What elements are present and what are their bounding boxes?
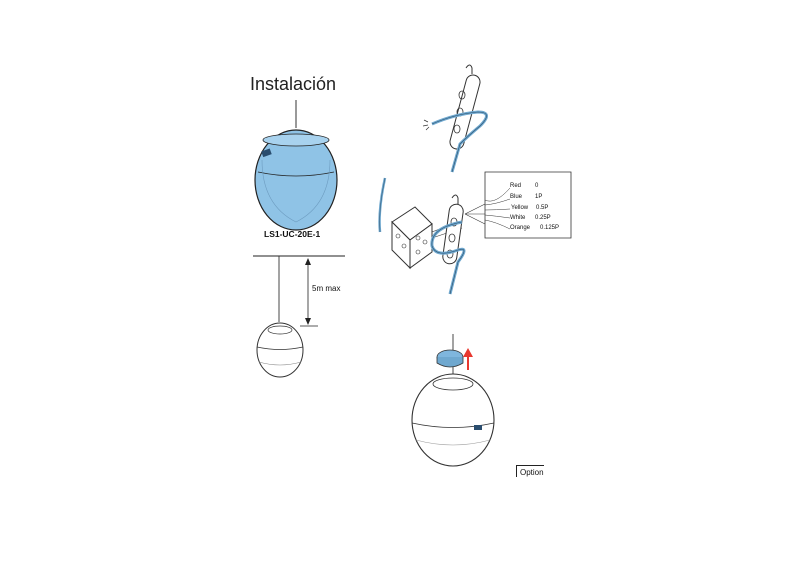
wire-value: 0.125P [540,225,560,231]
wire-value: 0.5P [536,205,549,211]
speaker-blue-illustration [254,100,338,231]
option-label: Option [516,465,544,477]
junction-box-illustration [378,171,572,295]
wiring-row: Yellow 0.5P [511,205,571,213]
wire-value: 0.25P [535,215,551,221]
wiring-row: Red 0 [510,183,570,191]
wiring-row: Blue 1P [510,194,570,202]
speaker-cap-illustration [411,334,495,467]
dimension-label: 5m max [312,284,341,293]
wire-value: 1P [535,194,543,200]
wiring-row: White 0.25P [510,215,570,223]
wire-value: 0 [535,183,539,189]
wire-color: Orange [510,225,531,231]
wire-color: Red [510,183,522,189]
wire-color: Blue [510,194,523,200]
wire-color: White [510,215,526,221]
wiring-row: Orange 0.125P [510,225,570,233]
hanging-speaker-illustration [253,255,345,378]
wiring-table: Red 0 Blue 1P Yellow 0.5P White 0.25P Or… [485,172,571,238]
hook-cable-illustration-top [422,64,488,173]
model-label: LS1-UC-20E-1 [264,229,321,239]
wire-color: Yellow [511,205,529,211]
page-title: Instalación [250,74,337,94]
